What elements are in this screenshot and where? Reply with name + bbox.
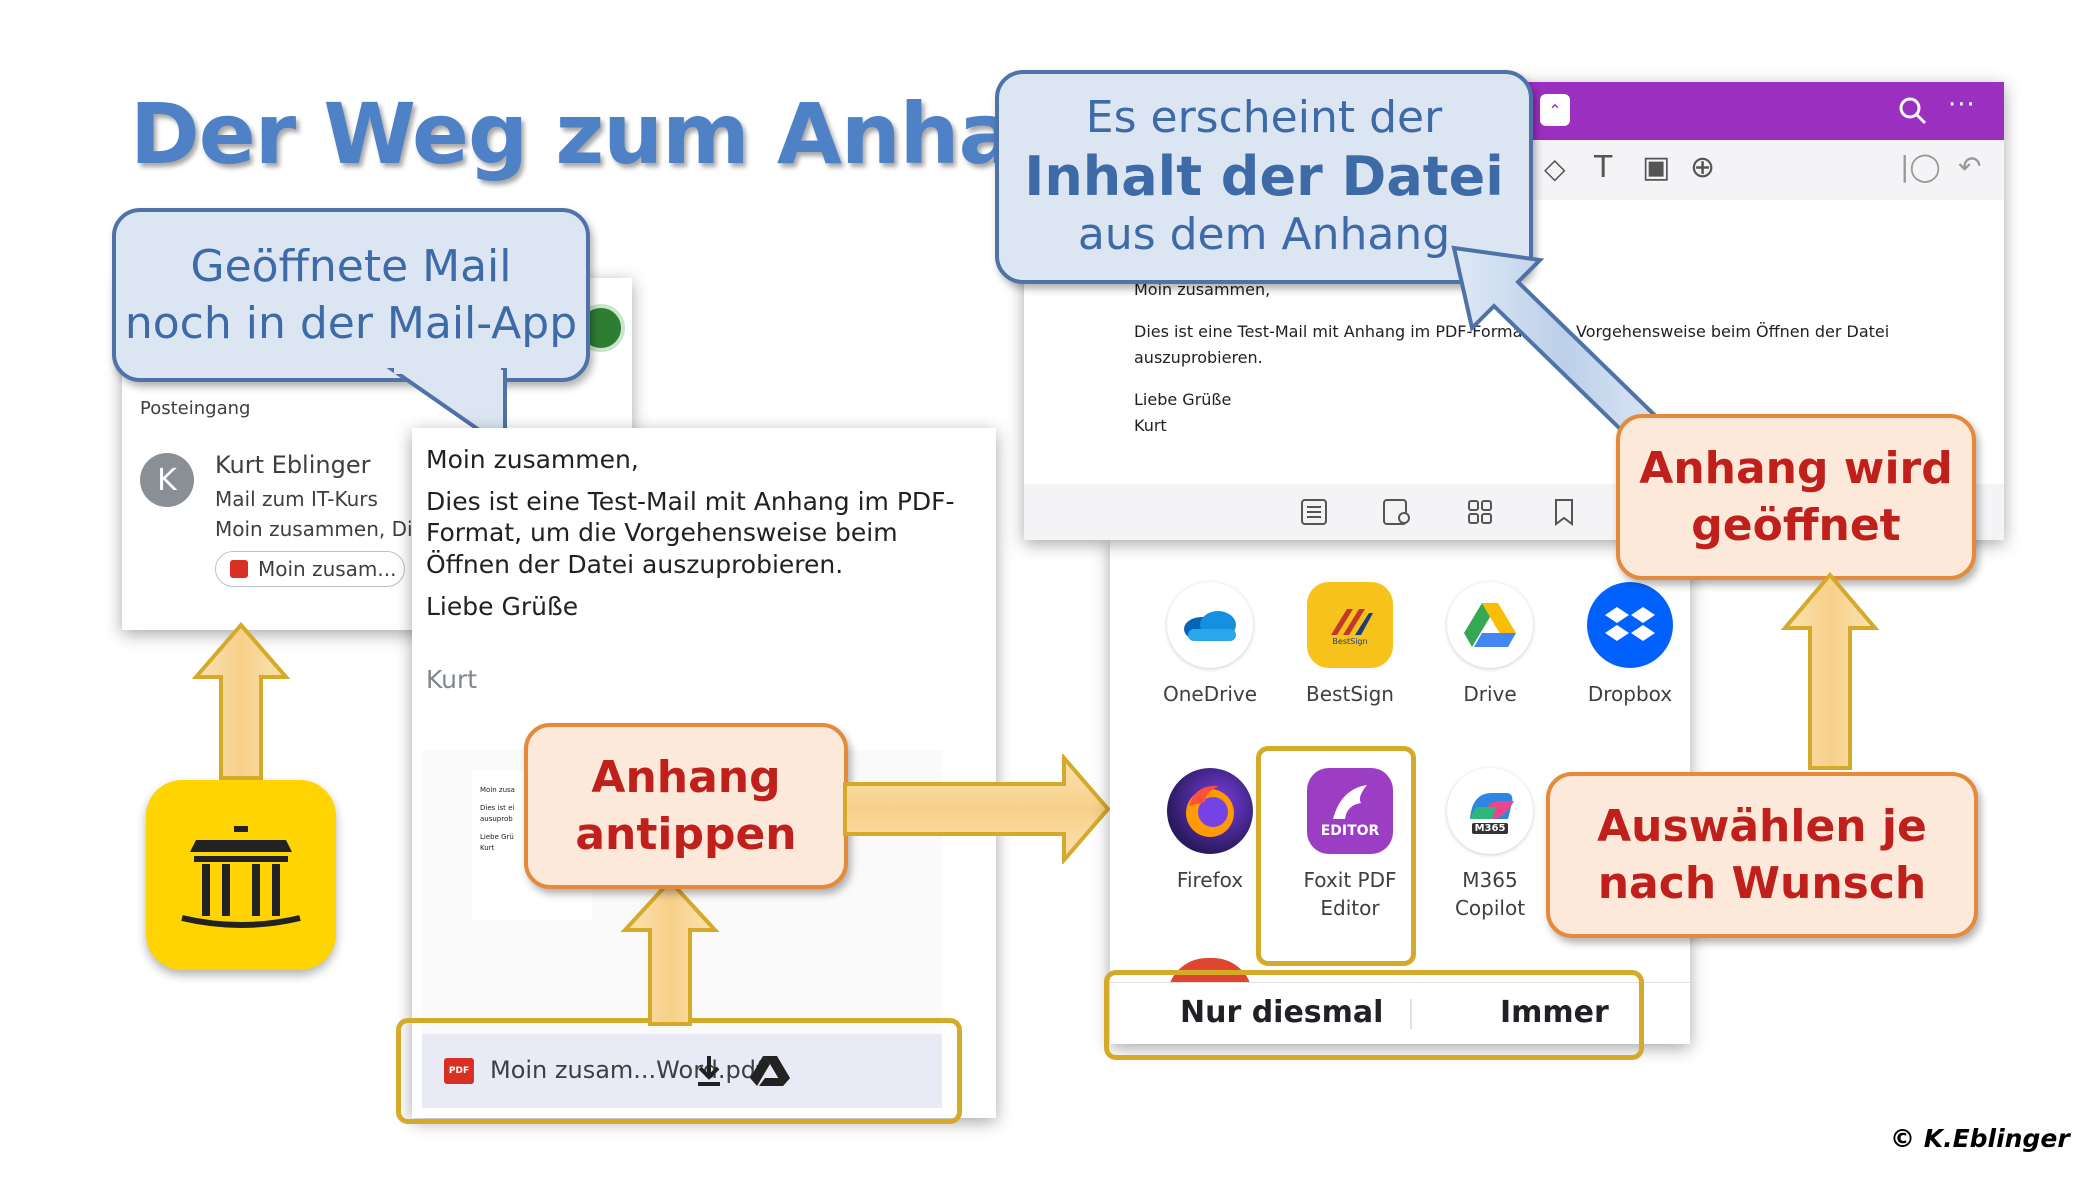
thumbnails-icon[interactable]	[1466, 498, 1494, 526]
pdf-body-part2: Vorgehensweise beim Öffnen der Datei	[1576, 322, 1890, 341]
app-firefox[interactable]: Firefox	[1140, 768, 1280, 894]
pdf-badge-label: PDF	[448, 1066, 470, 1076]
bookmark-icon[interactable]	[1552, 498, 1576, 526]
bestsign-icon: BestSign	[1307, 582, 1393, 668]
google-drive-app-icon	[1447, 582, 1533, 668]
thumb-line: ausuprob	[480, 815, 513, 823]
callout-mail-open-line2: noch in der Mail-App	[124, 298, 578, 349]
chooser-button-bar: Nur diesmal Immer	[1110, 982, 1690, 1044]
attachment-bar[interactable]: PDF Moin zusam...Word.pdf	[422, 1034, 942, 1108]
arrow-right	[843, 754, 1111, 864]
m365-copilot-icon: M365	[1447, 768, 1533, 854]
outline-icon[interactable]	[1300, 498, 1328, 526]
app-onedrive[interactable]: OneDrive	[1140, 582, 1280, 708]
text-tool-icon[interactable]: T	[1594, 150, 1613, 185]
mail-preview: Moin zusammen, Die	[215, 517, 425, 541]
callout-attachment-opened: Anhang wird geöffnet	[1616, 414, 1976, 580]
foxit-editor-icon: EDITOR	[1307, 768, 1393, 854]
inbox-mail-item[interactable]: K Kurt Eblinger Mail zum IT-Kurs Moin zu…	[122, 443, 632, 593]
pdf-file-icon: PDF	[444, 1058, 474, 1084]
app-label-firefox: Firefox	[1176, 868, 1244, 892]
arrow-up-app	[191, 622, 291, 780]
m365-icon-text: M365	[1471, 822, 1509, 834]
app-label-drive: Drive	[1463, 682, 1517, 706]
thumb-line: Moin zusa	[480, 786, 515, 794]
callout-content-line3: aus dem Anhang	[1077, 209, 1451, 261]
callout-file-content: Es erscheint der Inhalt der Datei aus de…	[995, 70, 1533, 284]
more-options-icon[interactable]: ···	[1948, 90, 1976, 120]
dropbox-icon	[1587, 582, 1673, 668]
callout-tap-line1: Anhang	[591, 751, 781, 803]
buttons-highlight-frame	[1104, 970, 1644, 1060]
sender-name: Kurt Eblinger	[215, 451, 371, 479]
app-bestsign[interactable]: BestSign BestSign	[1280, 582, 1420, 708]
mail-app-icon[interactable]	[146, 780, 336, 970]
search-icon[interactable]	[1898, 96, 1928, 126]
avatar: K	[140, 453, 194, 507]
brandenburg-gate-icon	[181, 826, 301, 928]
undo-icon[interactable]: ↶	[1958, 150, 1982, 183]
firefox-icon	[1167, 768, 1253, 854]
callout-choose-app: Auswählen je nach Wunsch	[1546, 772, 1978, 938]
attachment-chip-label: Moin zusam...	[258, 557, 397, 581]
mail-greeting: Moin zusammen,	[426, 445, 639, 474]
callout-choose-line1: Auswählen je	[1597, 800, 1927, 852]
arrow-up-attachment	[620, 878, 720, 1026]
attachment-chip[interactable]: Moin zusam...	[215, 551, 405, 587]
app-label-dropbox: Dropbox	[1587, 682, 1673, 706]
app-drive[interactable]: Drive	[1420, 582, 1560, 708]
app-dropbox[interactable]: Dropbox	[1560, 582, 1690, 708]
slide-title: Der Weg zum Anhang	[130, 85, 1133, 183]
pdf-icon	[230, 560, 248, 578]
google-drive-icon[interactable]	[750, 1054, 790, 1088]
copyright: © K.Eblinger	[1890, 1124, 2070, 1153]
eraser-icon[interactable]: ◇	[1544, 152, 1566, 185]
callout-tap-attachment: Anhang antippen	[524, 723, 848, 889]
button-divider	[1410, 999, 1412, 1029]
mail-closing: Liebe Grüße	[426, 592, 579, 621]
pdf-greeting: Moin zusammen,	[1134, 280, 1271, 299]
callout-content-line2: Inhalt der Datei	[1024, 144, 1504, 208]
mail-body: Dies ist eine Test-Mail mit Anhang im PD…	[426, 487, 955, 579]
callout-opened-line2: geöffnet	[1691, 500, 1901, 551]
inbox-label: Posteingang	[140, 398, 251, 419]
app-label-foxit: Foxit PDF Editor	[1303, 868, 1397, 920]
viewer-tab-chevron-icon[interactable]: ⌃	[1540, 94, 1570, 126]
read-mode-icon[interactable]	[1382, 498, 1412, 526]
once-button[interactable]: Nur diesmal	[1180, 995, 1384, 1030]
add-tool-icon[interactable]: ⊕	[1690, 150, 1716, 185]
thumb-line: Dies ist ei	[480, 804, 515, 812]
callout-opened-line1: Anhang wird	[1639, 442, 1953, 494]
lasso-tool-icon[interactable]: |◯	[1900, 150, 1941, 183]
pdf-signature: Kurt	[1134, 416, 1167, 435]
callout-mail-open: Geöffnete Mail noch in der Mail-App	[112, 208, 590, 382]
app-label-onedrive: OneDrive	[1162, 682, 1258, 706]
callout-mail-open-line1: Geöffnete Mail	[190, 240, 512, 292]
callout-content-line1: Es erscheint der	[1085, 91, 1443, 143]
attachment-highlight-frame	[396, 1018, 962, 1124]
app-m365-copilot[interactable]: M365 M365 Copilot	[1420, 768, 1560, 922]
always-button[interactable]: Immer	[1500, 995, 1609, 1030]
onedrive-icon	[1167, 582, 1253, 668]
mail-signature: Kurt	[426, 665, 478, 694]
avatar-letter: K	[157, 462, 177, 498]
callout-tap-line2: antippen	[575, 809, 797, 860]
foxit-highlight-frame	[1256, 746, 1416, 966]
pdf-closing: Liebe Grüße	[1134, 390, 1232, 409]
app-foxit[interactable]: EDITOR Foxit PDF Editor	[1280, 768, 1420, 922]
bestsign-icon-text: BestSign	[1332, 636, 1368, 646]
mail-subject: Mail zum IT-Kurs	[215, 487, 378, 511]
pdf-body-line2: auszuprobieren.	[1134, 348, 1263, 367]
foxit-icon-text: EDITOR	[1320, 823, 1380, 839]
callout-choose-line2: nach Wunsch	[1597, 858, 1927, 909]
image-tool-icon[interactable]: ▣	[1642, 150, 1671, 185]
app-label-bestsign: BestSign	[1306, 682, 1394, 706]
thumb-line: Liebe Grü	[480, 833, 514, 841]
thumb-line: Kurt	[480, 844, 495, 852]
arrow-up-right	[1780, 572, 1880, 770]
pdf-body-part1: Dies ist eine Test-Mail mit Anhang im PD…	[1134, 322, 1534, 341]
app-label-m365: M365 Copilot	[1454, 868, 1526, 920]
download-icon[interactable]	[694, 1054, 724, 1088]
